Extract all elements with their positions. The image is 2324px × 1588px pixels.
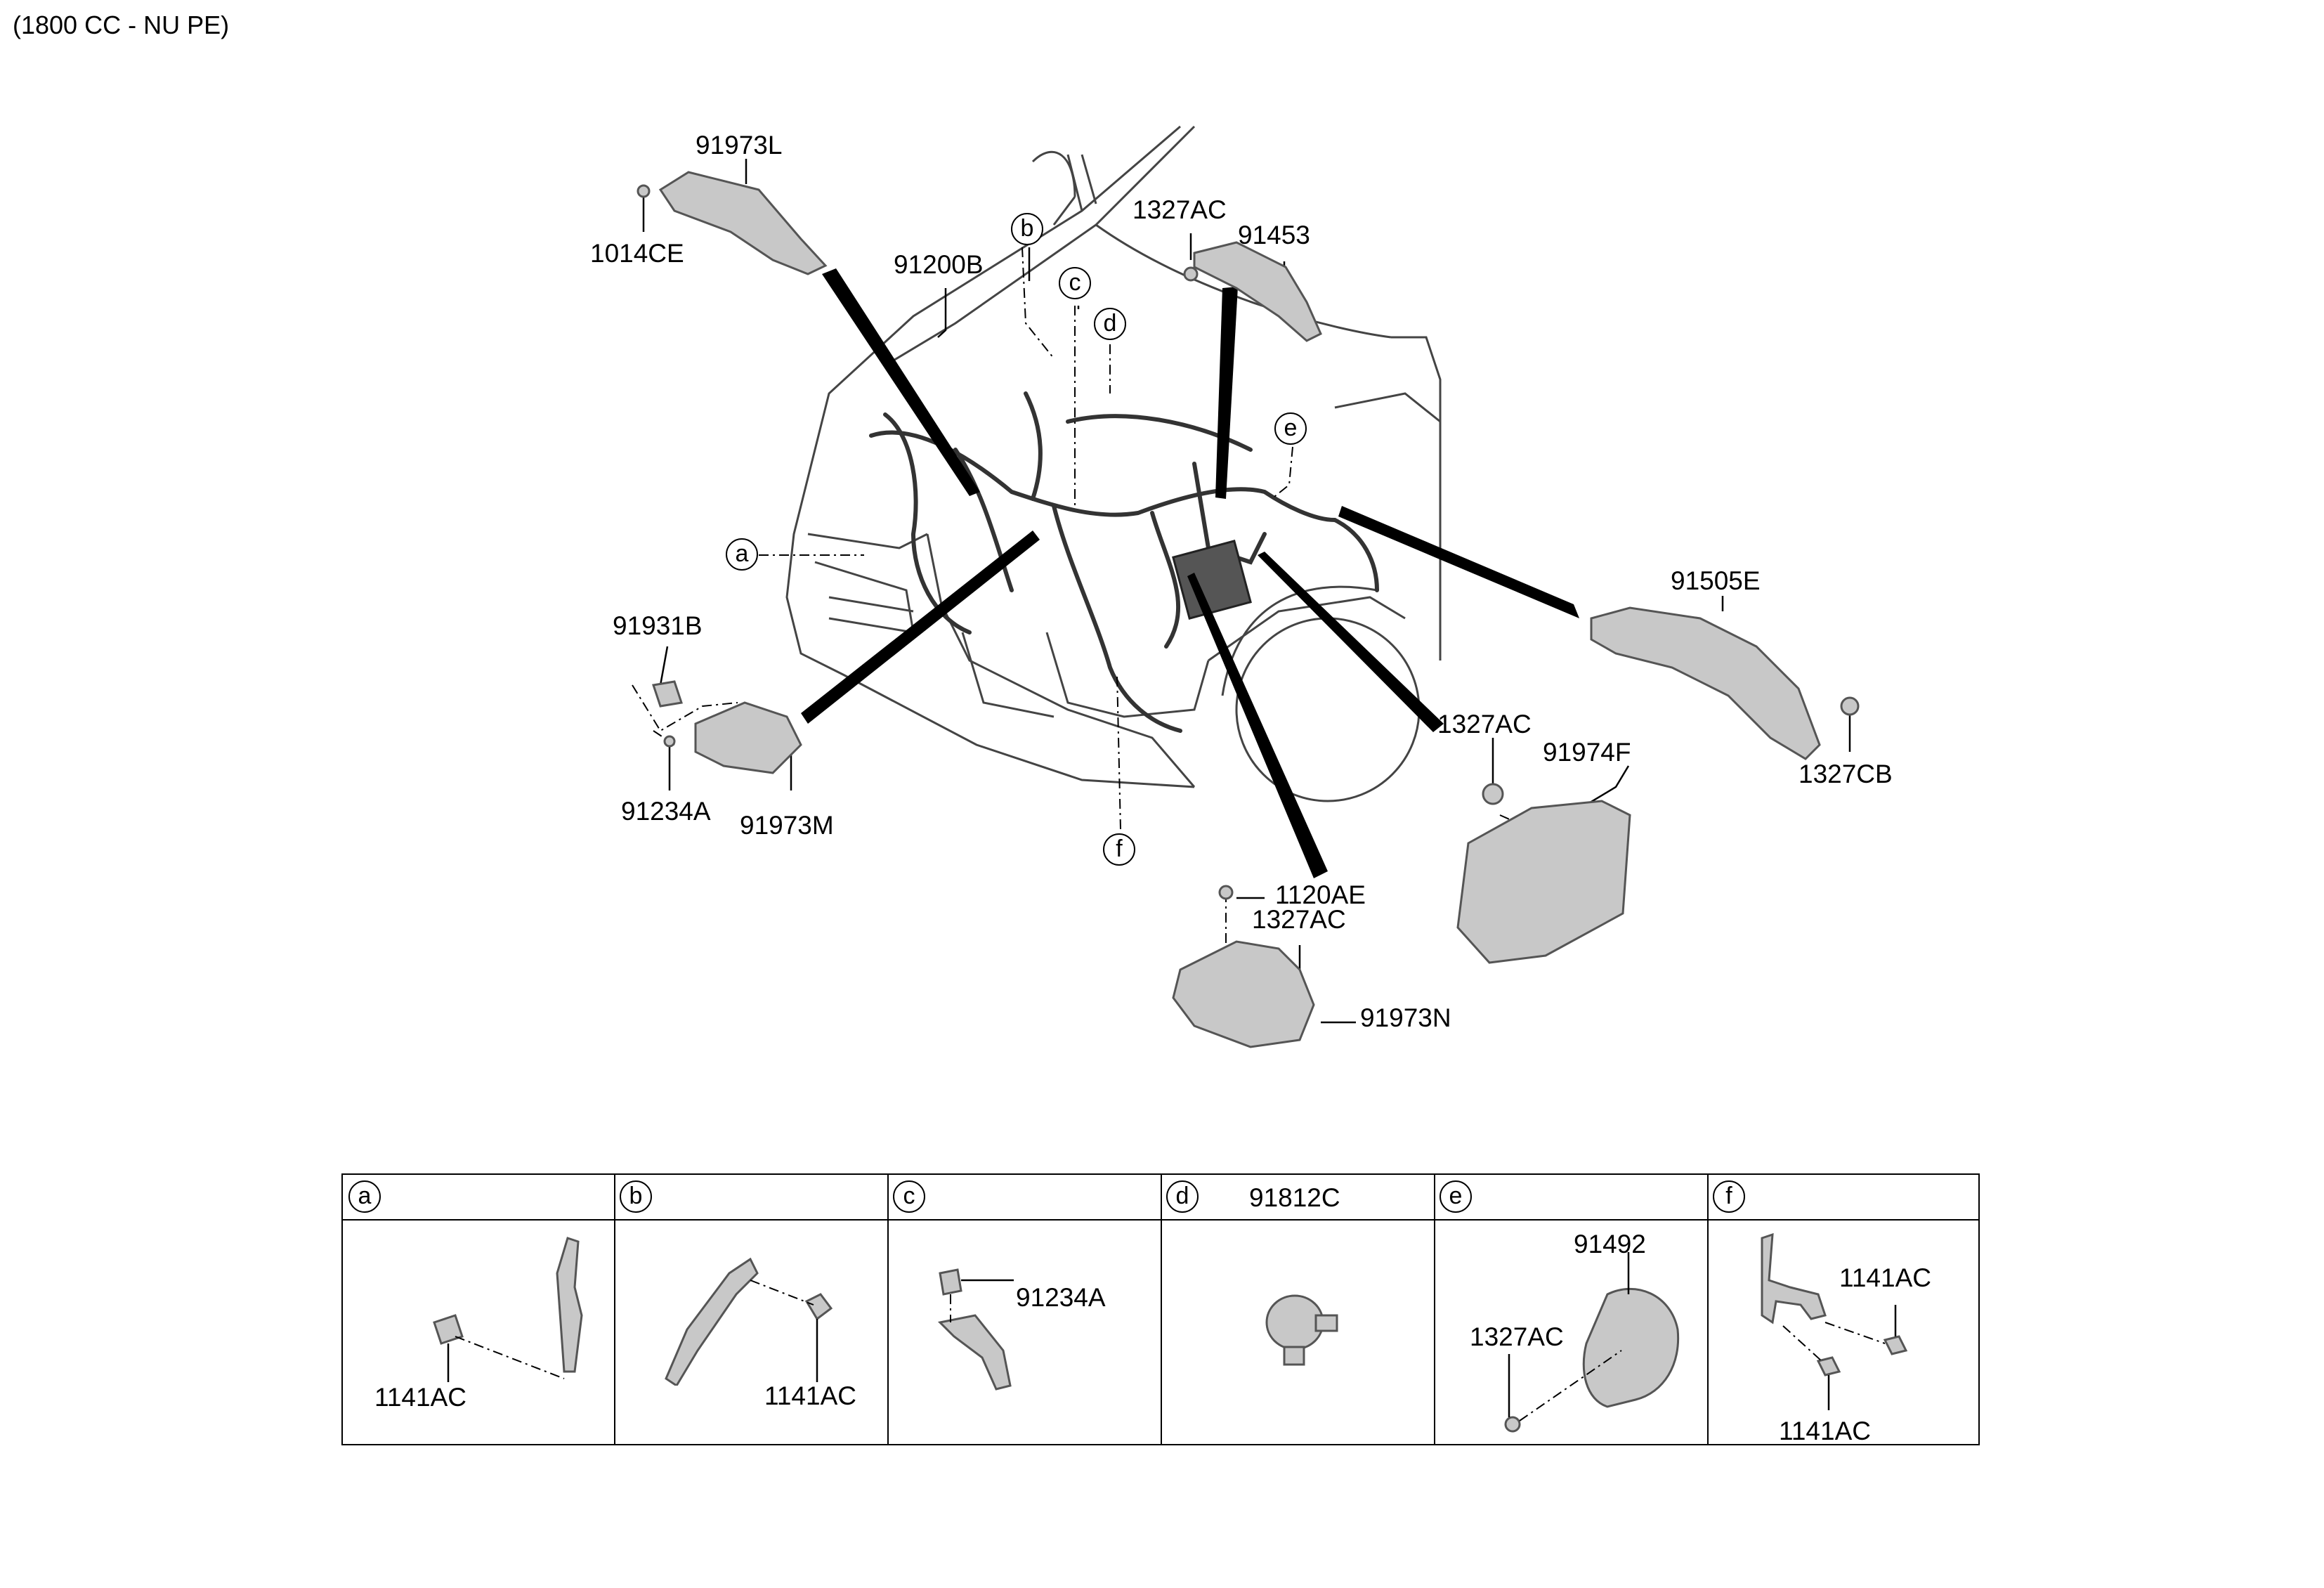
legend-letter-a: a [348, 1180, 381, 1213]
part-label-91973M: 91973M [740, 811, 834, 840]
part-label-91931B: 91931B [613, 611, 703, 640]
callout-a: a [726, 538, 758, 571]
part-91974F [1456, 800, 1631, 964]
legend-d-title: 91812C [1249, 1183, 1340, 1212]
callout-e: e [1274, 412, 1307, 445]
part-91973L [658, 171, 828, 275]
part-label-91974F: 91974F [1543, 738, 1631, 767]
part-91453 [1193, 241, 1322, 342]
legend-f-label-top: 1141AC [1839, 1263, 1931, 1292]
legend-a-label: 1141AC [374, 1383, 466, 1412]
bolt-1327AC-top [1183, 266, 1199, 282]
part-label-91973L: 91973L [696, 131, 783, 160]
part-label-1014CE: 1014CE [590, 239, 684, 268]
legend-e-label-1327AC: 1327AC [1470, 1322, 1564, 1351]
legend-e-illustration [1504, 1252, 1680, 1433]
part-91973M [694, 701, 802, 774]
part-91973N [1172, 940, 1315, 1048]
part-label-1120AE: 1120AE [1275, 880, 1366, 909]
engine-note: (1800 CC - NU PE) [13, 11, 230, 39]
legend-e-label-91492: 91492 [1574, 1230, 1646, 1258]
legend-divider [614, 1175, 615, 1444]
part-label-91453: 91453 [1238, 221, 1310, 249]
legend-letter-e: e [1440, 1180, 1472, 1213]
part-illustrations [637, 171, 1860, 1048]
part-91931B [652, 680, 683, 708]
callout-f: f [1103, 833, 1135, 866]
legend-divider [1707, 1175, 1709, 1444]
fuse-box-illustration [1172, 540, 1252, 620]
part-label-1327AC-bottom: 1327AC [1252, 905, 1346, 934]
detail-legend-table: a 1141AC b 1141AC c 91234A d 91812C [341, 1173, 1980, 1445]
part-label-1327CB: 1327CB [1799, 760, 1893, 788]
legend-a-illustration [433, 1237, 583, 1382]
legend-b-label: 1141AC [764, 1381, 856, 1410]
legend-d-illustration [1265, 1294, 1338, 1366]
part-91505E [1590, 606, 1821, 760]
bolt-1120AE [1218, 885, 1234, 900]
legend-divider [1161, 1175, 1162, 1444]
part-label-91234A: 91234A [621, 797, 711, 826]
leader-wedges [801, 268, 1579, 878]
bolt-91234A [663, 735, 676, 748]
legend-letter-d: d [1166, 1180, 1199, 1213]
bolt-1327CB [1840, 696, 1860, 716]
callout-d: d [1094, 308, 1126, 340]
part-label-91505E: 91505E [1671, 566, 1761, 595]
part-label-1327AC-top: 1327AC [1132, 195, 1227, 224]
callout-c: c [1059, 267, 1091, 299]
legend-divider [1434, 1175, 1435, 1444]
bolt-1014CE [637, 184, 651, 198]
part-label-91973N: 91973N [1360, 1003, 1451, 1032]
legend-f-label-bottom: 1141AC [1779, 1417, 1871, 1445]
part-label-91200B: 91200B [894, 250, 984, 279]
bolt-1327AC-right [1482, 783, 1504, 805]
car-body-illustration [785, 125, 1442, 802]
legend-c-illustration [937, 1268, 1014, 1391]
legend-letter-b: b [620, 1180, 652, 1213]
legend-divider [887, 1175, 889, 1444]
legend-c-label: 91234A [1016, 1283, 1106, 1312]
legend-letter-c: c [893, 1180, 925, 1213]
legend-f-illustration [1761, 1232, 1908, 1410]
legend-letter-f: f [1713, 1180, 1745, 1213]
part-label-1327AC-right: 1327AC [1437, 710, 1532, 738]
callout-b: b [1011, 213, 1043, 245]
legend-b-illustration [665, 1257, 833, 1386]
